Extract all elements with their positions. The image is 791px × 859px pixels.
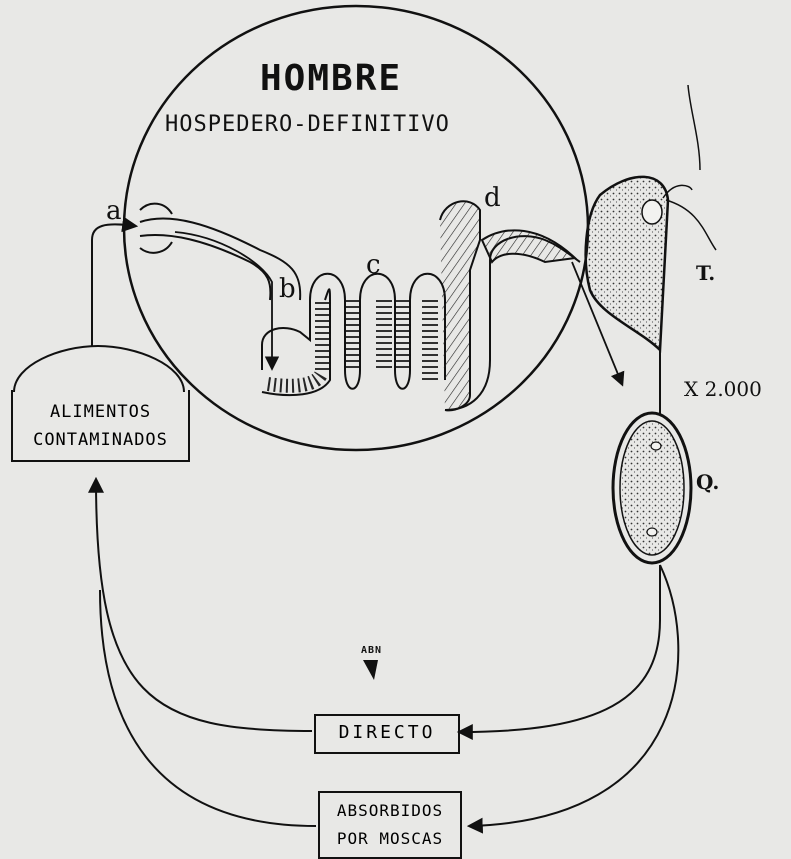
label-magnification: X 2.000 [684, 377, 762, 401]
label-a: a [106, 196, 122, 226]
digestive-tract [140, 201, 580, 410]
label-d: d [484, 183, 501, 213]
box-direct: DIRECTO [314, 714, 460, 754]
food-label-line2: CONTAMINADOS [13, 430, 188, 450]
direct-label: DIRECTO [316, 722, 458, 743]
artist-signature: ABN [361, 645, 382, 656]
label-cyst: Q. [696, 470, 719, 494]
food-label-line1: ALIMENTOS [13, 402, 188, 422]
flies-label-line2: POR MOSCAS [320, 829, 460, 848]
label-c: c [366, 250, 381, 280]
diagram-title: HOMBRE [260, 58, 402, 99]
diagram-subtitle: HOSPEDERO-DEFINITIVO [165, 112, 450, 137]
flies-label-line1: ABSORBIDOS [320, 801, 460, 820]
box-contaminated-food: ALIMENTOS CONTAMINADOS [11, 390, 190, 462]
label-trophozoite: T. [696, 261, 715, 285]
box-absorbed-by-flies: ABSORBIDOS POR MOSCAS [318, 791, 462, 859]
label-b: b [279, 274, 296, 304]
